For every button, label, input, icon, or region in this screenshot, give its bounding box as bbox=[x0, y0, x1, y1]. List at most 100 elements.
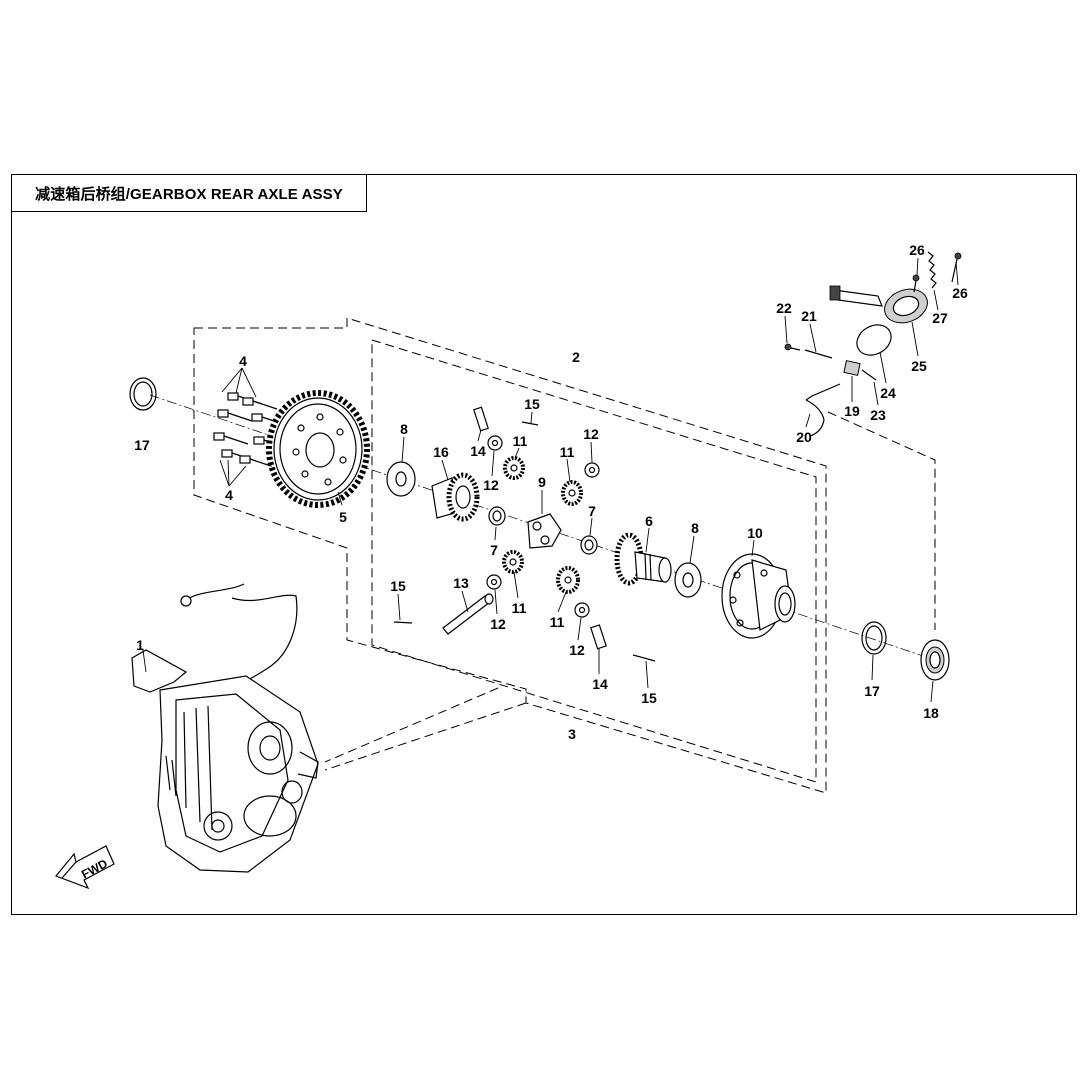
pinion-gear-11-a bbox=[503, 456, 525, 480]
roll-pin-15-right bbox=[632, 654, 656, 662]
diagram-frame bbox=[11, 174, 1077, 915]
callout-15-left: 15 bbox=[390, 578, 406, 594]
fwd-arrow-icon: FWD bbox=[55, 845, 115, 890]
diff-housing-10 bbox=[721, 553, 796, 639]
callout-25: 25 bbox=[911, 358, 927, 374]
leader-17-right bbox=[871, 654, 874, 681]
callout-16: 16 bbox=[433, 444, 449, 460]
shim-8-left bbox=[386, 461, 416, 497]
bolt-22 bbox=[784, 343, 801, 351]
spring-27 bbox=[927, 251, 937, 289]
callout-labels: 1 2 3 4 4 5 6 7 7 8 8 9 10 11 11 11 11 1… bbox=[134, 242, 968, 742]
callout-20: 20 bbox=[796, 429, 812, 445]
leader-15-right bbox=[645, 660, 649, 689]
leader-18 bbox=[930, 680, 934, 703]
leader-12-c bbox=[494, 589, 498, 615]
callout-13: 13 bbox=[453, 575, 469, 591]
sensor-block-19 bbox=[843, 360, 861, 376]
callout-18: 18 bbox=[923, 705, 939, 721]
callout-19: 19 bbox=[844, 403, 860, 419]
leader-27 bbox=[933, 289, 939, 311]
callout-5: 5 bbox=[339, 509, 347, 525]
roll-pin-15-top bbox=[521, 421, 539, 426]
sensor-boundary bbox=[827, 411, 936, 630]
callout-23: 23 bbox=[870, 407, 886, 423]
leader-10 bbox=[751, 539, 755, 557]
callout-1: 1 bbox=[136, 637, 144, 653]
leader-26-left bbox=[916, 257, 919, 276]
callout-24: 24 bbox=[880, 385, 896, 401]
link-line-3b bbox=[324, 702, 527, 771]
leader-15-top bbox=[530, 411, 533, 424]
leader-8-right bbox=[689, 535, 695, 564]
pinion-gear-11-c bbox=[502, 550, 524, 574]
callout-3: 3 bbox=[568, 726, 576, 742]
bolt-26-left bbox=[912, 274, 920, 293]
leader-11-a bbox=[514, 447, 520, 459]
diagram-title: 减速箱后桥组/GEARBOX REAR AXLE ASSY bbox=[35, 185, 343, 203]
callout-10: 10 bbox=[747, 525, 763, 541]
leader-16 bbox=[441, 459, 449, 481]
ring-gear-5 bbox=[266, 390, 370, 508]
shift-fork-20 bbox=[805, 383, 841, 437]
washer-7-right bbox=[580, 535, 598, 555]
callout-11-b: 11 bbox=[560, 444, 575, 460]
callout-7-left: 7 bbox=[490, 542, 498, 558]
bearing-18 bbox=[920, 639, 950, 681]
callout-4-bottom: 4 bbox=[225, 487, 233, 503]
leader-13 bbox=[461, 590, 469, 613]
pinion-gear-11-d bbox=[556, 566, 580, 594]
leader-22 bbox=[784, 315, 788, 344]
roll-pin-15-left bbox=[393, 621, 413, 624]
callout-4-top: 4 bbox=[239, 353, 247, 369]
callout-12-b: 12 bbox=[583, 426, 599, 442]
pin-14-top bbox=[473, 406, 489, 432]
shim-8-right bbox=[674, 562, 702, 598]
thrust-washer-12-d bbox=[574, 602, 590, 618]
callout-14-bottom: 14 bbox=[592, 676, 608, 692]
callout-26-right: 26 bbox=[952, 285, 968, 301]
leader-1 bbox=[142, 649, 147, 673]
cross-shaft-13 bbox=[442, 593, 494, 635]
leader-12-b bbox=[590, 441, 593, 463]
pinion-gear-11-b bbox=[561, 480, 583, 506]
leader-26-right bbox=[955, 261, 959, 286]
callout-17-left: 17 bbox=[134, 437, 150, 453]
callout-21: 21 bbox=[801, 308, 817, 324]
leader-4 bbox=[219, 367, 257, 487]
shaft-21 bbox=[804, 349, 833, 359]
leader-24 bbox=[879, 351, 887, 384]
leader-20 bbox=[805, 413, 811, 428]
callout-9: 9 bbox=[538, 474, 546, 490]
leader-15-left bbox=[397, 593, 401, 621]
screw-23 bbox=[861, 369, 877, 381]
callout-22: 22 bbox=[776, 300, 792, 316]
leader-25 bbox=[911, 321, 919, 357]
callout-14-top: 14 bbox=[470, 443, 486, 459]
callout-11-d: 11 bbox=[550, 614, 565, 630]
seal-ring-17-right bbox=[861, 621, 887, 655]
leader-5 bbox=[337, 491, 343, 506]
leader-21 bbox=[809, 323, 817, 353]
thrust-washer-12-b bbox=[584, 462, 600, 478]
callout-12-d: 12 bbox=[569, 642, 585, 658]
leader-23 bbox=[873, 381, 879, 406]
callout-6: 6 bbox=[645, 513, 653, 529]
title-box: 减速箱后桥组/GEARBOX REAR AXLE ASSY bbox=[11, 174, 367, 212]
seal-ring-17-left bbox=[129, 377, 157, 411]
leader-11-c bbox=[513, 571, 519, 599]
callout-27: 27 bbox=[932, 310, 948, 326]
callout-8-right: 8 bbox=[691, 520, 699, 536]
callout-7-right: 7 bbox=[588, 503, 596, 519]
pin-14-bottom bbox=[590, 624, 607, 650]
actuator-25 bbox=[829, 285, 928, 324]
gearbox-assembly-1 bbox=[131, 583, 319, 873]
callout-17-right: 17 bbox=[864, 683, 880, 699]
leader-12-d bbox=[577, 617, 582, 641]
callout-12-c: 12 bbox=[490, 616, 506, 632]
leader-11-d bbox=[557, 591, 567, 613]
callout-12-a: 12 bbox=[483, 477, 499, 493]
callout-15-top: 15 bbox=[524, 396, 540, 412]
callout-11-a: 11 bbox=[513, 433, 528, 449]
callout-15-right: 15 bbox=[641, 690, 657, 706]
